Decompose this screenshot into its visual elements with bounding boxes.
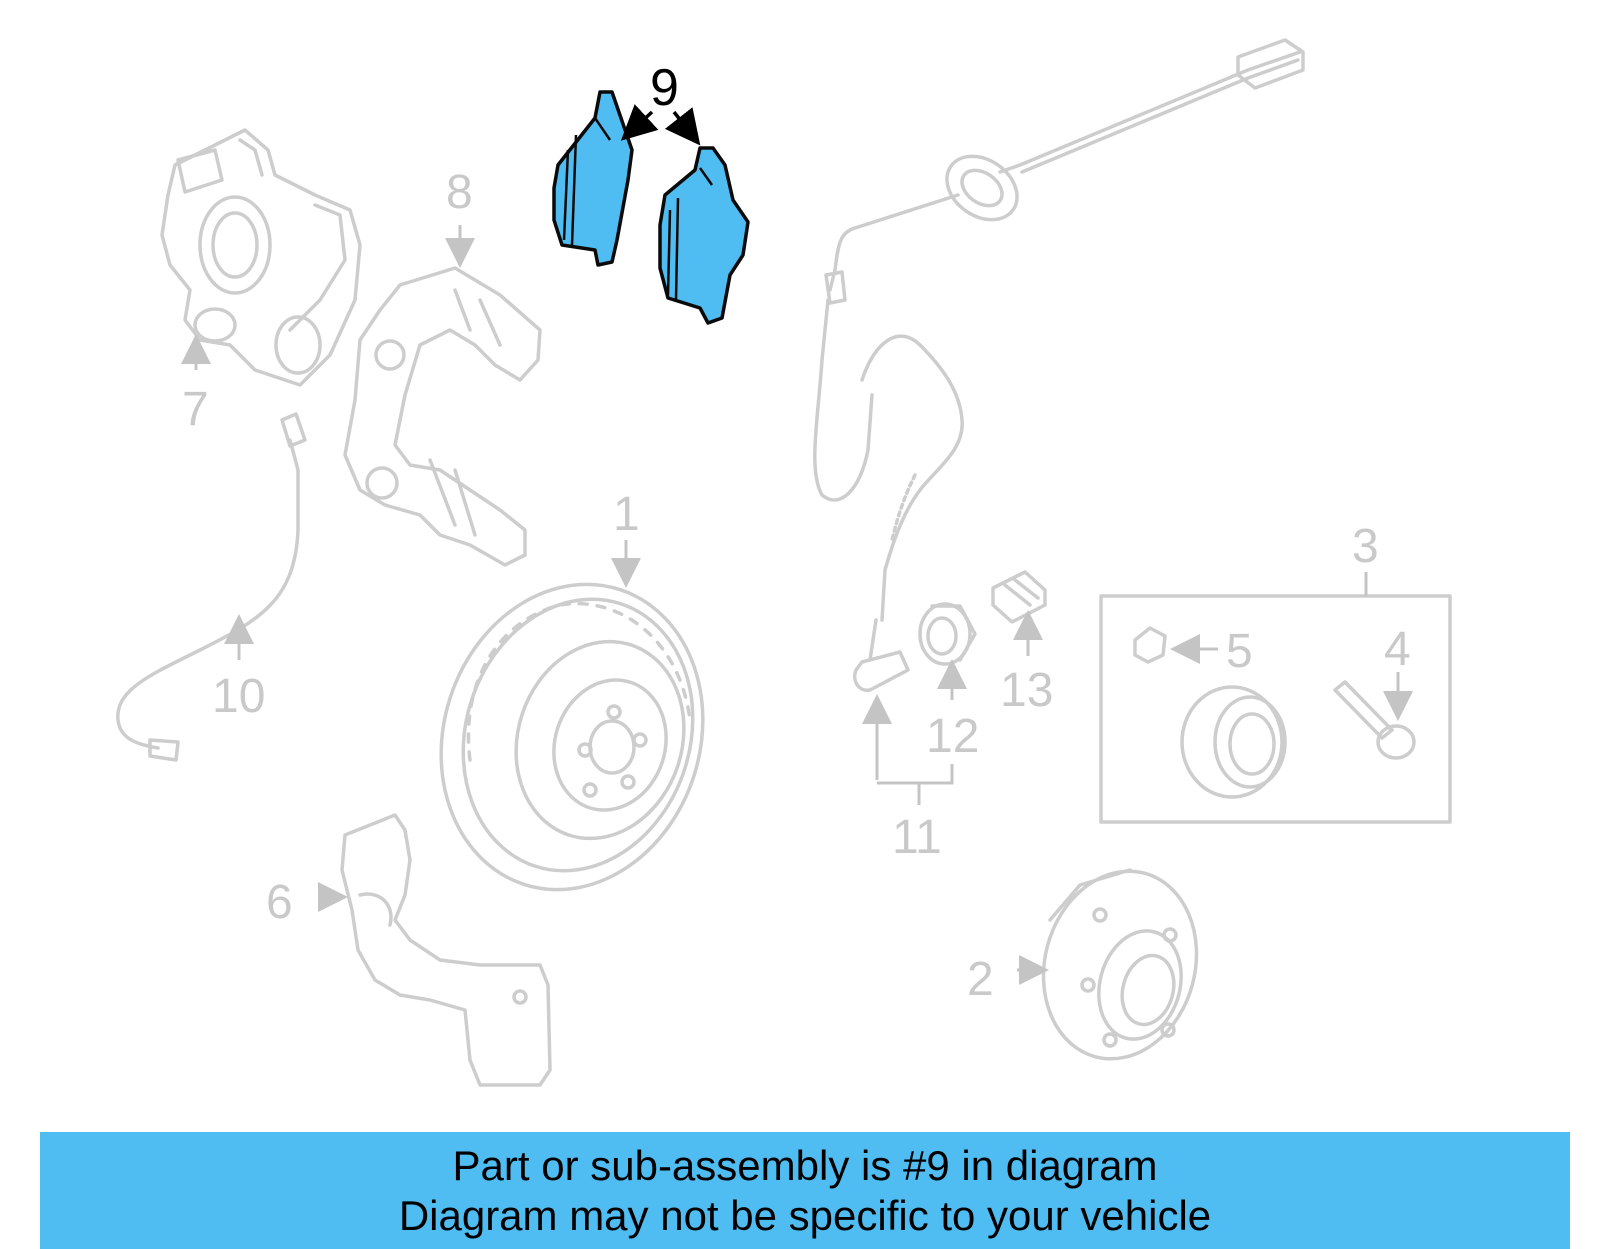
part-brake-hose[interactable] xyxy=(116,412,307,762)
callout-4: 4 xyxy=(1384,623,1411,676)
part-wheel-hub[interactable] xyxy=(1023,854,1217,1076)
callout-labels: 1 2 3 4 5 6 7 8 10 11 12 13 9 xyxy=(182,59,1411,1006)
part-brake-rotor[interactable] xyxy=(402,550,741,924)
banner-line-1: Part or sub-assembly is #9 in diagram xyxy=(452,1141,1158,1189)
callout-8: 8 xyxy=(446,166,473,219)
callout-2: 2 xyxy=(967,953,994,1006)
part-caliper[interactable] xyxy=(160,128,362,387)
info-banner: Part or sub-assembly is #9 in diagram Di… xyxy=(40,1132,1570,1249)
callout-3: 3 xyxy=(1352,520,1379,573)
part-clip[interactable] xyxy=(991,570,1047,624)
callout-1: 1 xyxy=(613,488,640,541)
part-speed-sensors[interactable] xyxy=(813,38,1305,692)
banner-line-2: Diagram may not be specific to your vehi… xyxy=(398,1191,1212,1239)
part-splash-shield[interactable] xyxy=(340,813,552,1087)
callout-6: 6 xyxy=(266,876,293,929)
callout-10: 10 xyxy=(212,670,265,723)
part-brake-pads-highlighted[interactable] xyxy=(552,90,750,325)
callout-11: 11 xyxy=(892,811,942,864)
part-bearing-kit[interactable] xyxy=(1099,594,1452,824)
leader-lines xyxy=(181,225,1413,985)
callout-7: 7 xyxy=(182,383,209,436)
callout-12: 12 xyxy=(926,710,979,763)
callout-13: 13 xyxy=(1000,664,1053,717)
callout-5: 5 xyxy=(1226,625,1253,678)
callout-9-highlighted: 9 xyxy=(650,59,679,117)
part-carrier-bracket[interactable] xyxy=(343,266,542,567)
leader-lines-highlight xyxy=(620,104,701,146)
part-seal-ring[interactable] xyxy=(918,602,977,666)
